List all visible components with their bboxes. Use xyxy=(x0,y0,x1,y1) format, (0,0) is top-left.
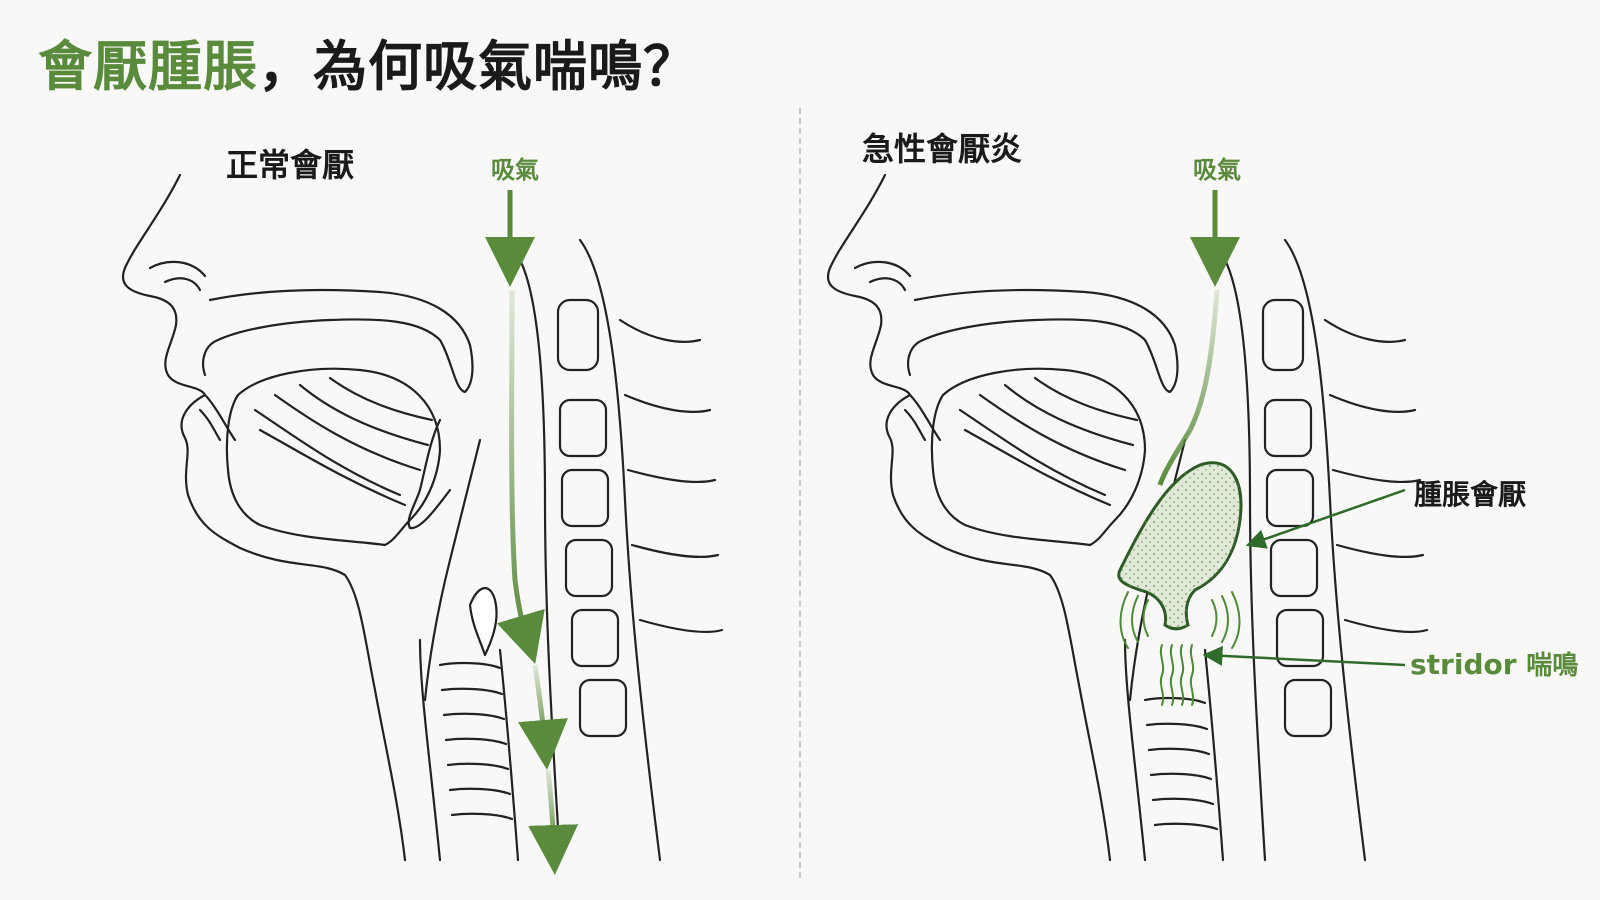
swollen-epiglottis-label: 腫脹會厭 xyxy=(1414,478,1527,511)
swollen-epiglottis-callout-line xyxy=(1245,488,1406,549)
inflamed-head-diagram xyxy=(827,173,1429,862)
stridor-label-en: stridor xyxy=(1410,648,1517,681)
normal-airflow-arrow-3 xyxy=(528,769,579,875)
page-title: 會厭腫脹，為何吸氣喘鳴？ xyxy=(38,22,698,101)
normal-airflow-arrow-2 xyxy=(518,664,568,770)
normal-airflow-arrow-1 xyxy=(496,289,545,664)
stridor-label-zh: 喘鳴 xyxy=(1526,651,1579,681)
normal-inhale-label: 吸氣 xyxy=(491,156,539,184)
normal-head-diagram xyxy=(122,173,724,862)
inflamed-airflow xyxy=(1157,190,1240,486)
title-highlight: 會厭腫脹 xyxy=(38,35,258,98)
inflamed-airflow-stream xyxy=(1157,289,1220,486)
swollen-epiglottis-texture xyxy=(1118,462,1241,629)
normal-panel-title: 正常會厭 xyxy=(226,146,355,184)
title-rest: ，為何吸氣喘鳴？ xyxy=(258,35,698,98)
stridor-callout-line xyxy=(1202,645,1406,667)
inflamed-panel-title: 急性會厭炎 xyxy=(862,130,1023,168)
normal-airflow xyxy=(485,190,579,875)
inflamed-inhale-label: 吸氣 xyxy=(1193,156,1241,184)
panel-divider xyxy=(799,108,801,878)
stridor-label: stridor 喘鳴 xyxy=(1410,645,1578,682)
stridor-vibration xyxy=(1119,591,1241,706)
